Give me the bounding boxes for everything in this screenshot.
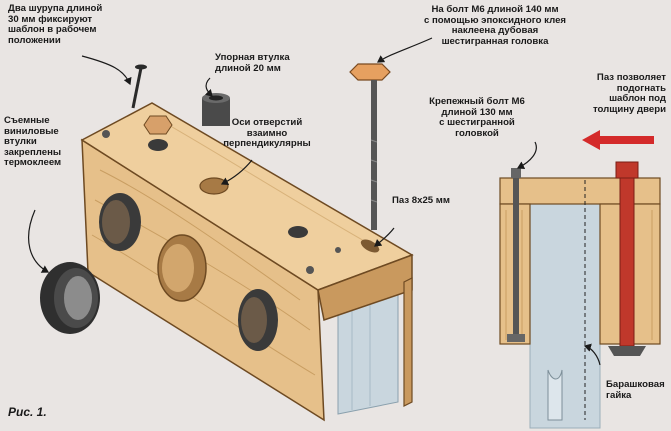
red-bolt-head: [615, 161, 639, 179]
label-fastening-bolt: Крепежный болт М6 длиной 130 мм с шестиг…: [429, 96, 525, 139]
jig-block: [80, 102, 414, 422]
hex-nut: [143, 115, 173, 135]
door-section: [529, 199, 601, 429]
red-bolt: [619, 177, 635, 347]
label-vinyl-sleeves: Съемные виниловые втулки закреплены терм…: [4, 115, 62, 169]
red-left-arrow-icon: [582, 130, 654, 150]
label-hole-axes: Оси отверстий взаимно перпендикулярны: [223, 117, 311, 150]
label-stop-sleeve: Упорная втулка длиной 20 мм: [215, 52, 290, 74]
figure-caption: Рис. 1.: [8, 405, 47, 419]
label-slot: Паз 8х25 мм: [392, 195, 450, 206]
label-groove-note: Паз позволяет подогнать шаблон под толщи…: [592, 72, 666, 115]
leader-lines: [27, 37, 601, 366]
long-bolt: [349, 63, 391, 230]
wing-nut: [608, 346, 646, 356]
slot-groove: [360, 239, 380, 253]
loose-vinyl-sleeve: [40, 262, 100, 334]
curved-arrow-icon: [81, 55, 132, 86]
label-long-bolt: На болт М6 длиной 140 мм с помощью эпокс…: [423, 4, 567, 47]
label-screws: Два шурупа длиной 30 мм фиксируют шаблон…: [8, 3, 103, 46]
section-top-bar: [499, 177, 661, 205]
screw: [131, 64, 147, 109]
section-view: [499, 161, 661, 429]
label-wing-nut: Барашковая гайка: [606, 379, 665, 401]
